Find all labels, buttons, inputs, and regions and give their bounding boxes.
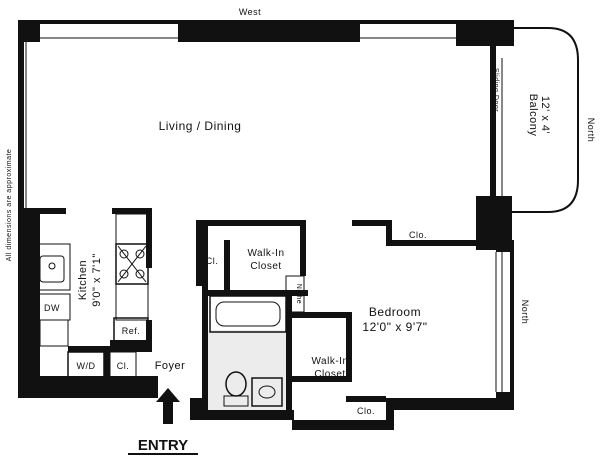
bedroom-name-label: Bedroom (369, 305, 421, 319)
west-label: West (239, 7, 261, 17)
balcony-outline (512, 27, 579, 213)
balcony-size-label: 12' x 4' (539, 96, 551, 134)
wd-label: W/D (77, 361, 96, 371)
foyer-closet-label: Cl. (117, 361, 130, 371)
kitchen-name-label: Kitchen (77, 260, 89, 300)
niche-label: Niche (295, 284, 302, 304)
bathtub-icon (209, 295, 287, 333)
bedroom-size-label: 12'0" x 9'7" (362, 320, 427, 334)
walkin-upper-label-1: Walk-In (247, 248, 284, 259)
kitchen-fixtures (37, 213, 149, 379)
interior-walls (24, 208, 478, 420)
ref-label: Ref. (122, 326, 141, 336)
living-dining-label: Living / Dining (159, 119, 242, 133)
balcony-closet-label: Clo. (409, 230, 427, 240)
entry-arrow (128, 388, 198, 455)
windows (25, 37, 503, 392)
sink-icon (39, 255, 65, 283)
refrigerator-icon (113, 317, 149, 343)
sliding-door-label: Sliding Door (492, 68, 499, 112)
walkin-upper-label-2: Closet (250, 261, 281, 272)
exterior-walls (18, 20, 514, 430)
dw-label: DW (44, 303, 60, 313)
kitchen-size-label: 9'0" x 7'1" (91, 253, 103, 307)
foyer-label: Foyer (155, 360, 186, 372)
north-label-right: North (520, 300, 530, 325)
bath-sink-icon (251, 377, 283, 407)
entry-label: ENTRY (138, 437, 188, 454)
balcony-name-label: Balcony (527, 94, 539, 137)
bathroom (208, 295, 287, 410)
dimensions-note: All dimensions are approximate (6, 149, 13, 262)
washer-dryer-icon (67, 351, 105, 379)
walkin-lower-label-2: Closet (314, 369, 345, 380)
upper-closet-label: Cl. (206, 256, 219, 266)
niche-outline (285, 275, 305, 313)
walkin-lower-label-1: Walk-In (311, 356, 348, 367)
north-label-top: North (586, 118, 596, 143)
bedroom-closet-label: Clo. (357, 406, 375, 416)
